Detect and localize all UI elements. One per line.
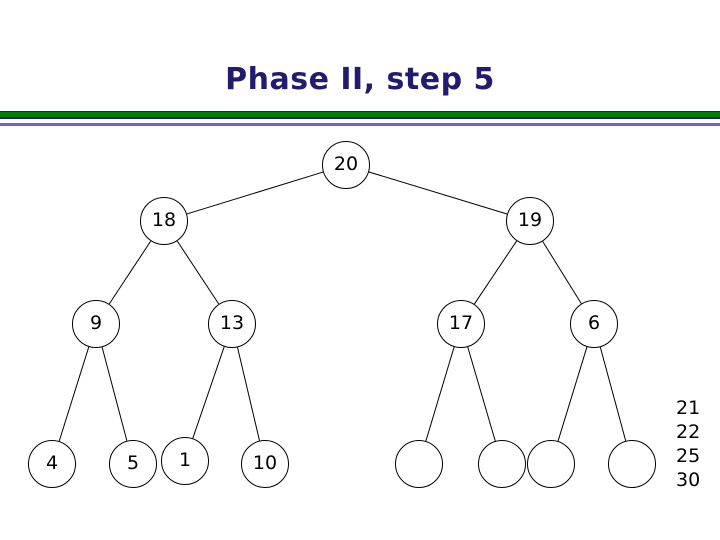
divider-rule-green [0, 112, 720, 117]
tree-node-label: 6 [587, 311, 601, 334]
tree-node-empty[interactable] [478, 440, 526, 488]
tree-edge [192, 346, 225, 439]
tree-node-empty[interactable] [527, 440, 575, 488]
tree-node-label: 1 [178, 448, 192, 471]
tree-node-label: 13 [219, 311, 245, 334]
tree-edge [108, 240, 152, 305]
tree-node-6[interactable]: 6 [570, 300, 618, 348]
tree-edge [599, 347, 627, 441]
tree-edge [101, 347, 128, 441]
divider-rule-periwinkle [0, 123, 720, 126]
title-divider [0, 111, 720, 129]
tree-node-label: 18 [151, 208, 177, 231]
tree-edge [473, 240, 518, 305]
tree-edge [542, 241, 582, 304]
tree-node-18[interactable]: 18 [140, 197, 188, 245]
tree-node-20[interactable]: 20 [322, 141, 370, 189]
tree-node-13[interactable]: 13 [208, 300, 256, 348]
tree-node-17[interactable]: 17 [437, 300, 485, 348]
tree-node-label: 5 [126, 451, 140, 474]
tree-edge [425, 346, 455, 442]
page-title: Phase II, step 5 [225, 62, 495, 97]
tree-node-label: 20 [333, 152, 359, 175]
overflow-item-22: 22 [676, 421, 701, 443]
tree-node-4[interactable]: 4 [28, 440, 76, 488]
tree-node-10[interactable]: 10 [241, 440, 289, 488]
tree-node-label: 4 [45, 451, 59, 474]
divider-rule-navy-bottom [0, 117, 720, 119]
tree-node-label: 17 [448, 311, 474, 334]
tree-edge [467, 346, 496, 442]
tree-node-5[interactable]: 5 [109, 440, 157, 488]
tree-edge [186, 171, 324, 215]
divider-rule-navy-top [0, 111, 720, 112]
tree-node-9[interactable]: 9 [72, 300, 120, 348]
tree-edge [237, 347, 260, 441]
tree-node-empty[interactable] [608, 440, 656, 488]
overflow-item-30: 30 [676, 469, 701, 491]
tree-edge [176, 240, 220, 305]
tree-node-19[interactable]: 19 [506, 197, 554, 245]
tree-node-empty[interactable] [395, 440, 443, 488]
tree-node-label: 10 [252, 451, 278, 474]
tree-edge [368, 171, 508, 215]
tree-node-1[interactable]: 1 [161, 437, 209, 485]
tree-node-label: 9 [89, 311, 103, 334]
overflow-item-21: 21 [676, 397, 701, 419]
tree-edge [557, 346, 588, 442]
tree-node-label: 19 [517, 208, 543, 231]
overflow-item-25: 25 [676, 445, 701, 467]
tree-edge [58, 346, 90, 442]
